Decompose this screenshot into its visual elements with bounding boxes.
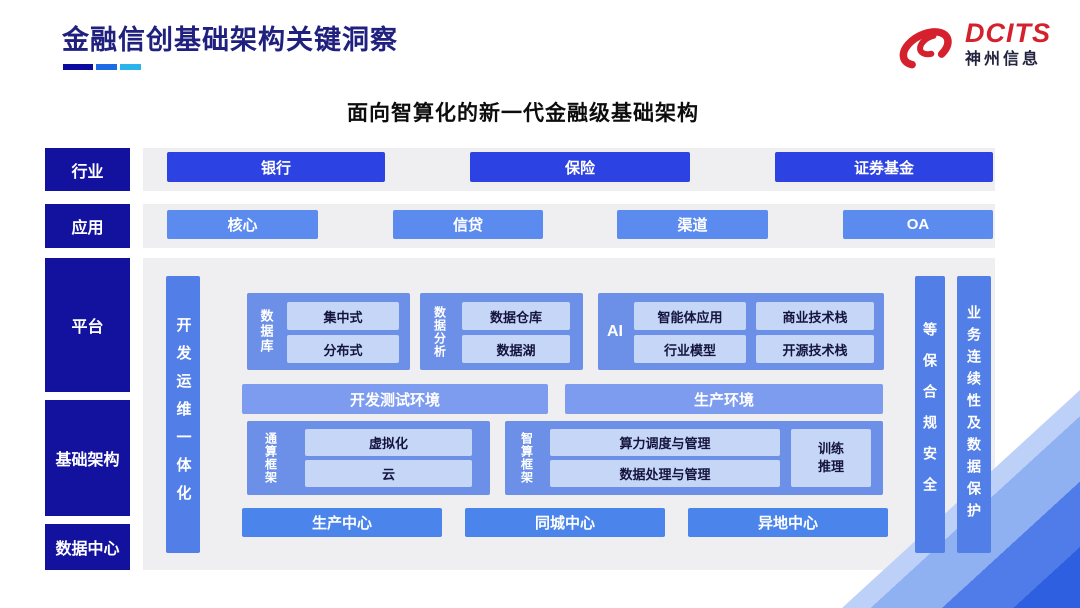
- remote-center-bar: 异地中心: [688, 508, 888, 537]
- data-processing-box: 数据处理与管理: [550, 460, 780, 487]
- title-underline: [63, 64, 141, 70]
- database-distributed-box: 分布式: [287, 335, 399, 363]
- smart-compute-block: 智算框架 算力调度与管理 数据处理与管理 训练 推理: [505, 421, 883, 495]
- underline-segment: [120, 64, 141, 70]
- sidebar-item-platform: 平台: [45, 258, 130, 392]
- underline-segment: [96, 64, 117, 70]
- logo-brand-text: DCITS: [965, 18, 1051, 48]
- cloud-box: 云: [305, 460, 472, 487]
- analytics-block: 数据分析 数据仓库 数据湖: [420, 293, 583, 370]
- ai-industry-models-box: 行业模型: [634, 335, 746, 363]
- dev-test-env-bar: 开发测试环境: [242, 384, 548, 414]
- underline-segment: [63, 64, 93, 70]
- training-inference-box: 训练 推理: [791, 429, 871, 487]
- diagram-title: 面向智算化的新一代金融级基础架构: [347, 102, 699, 125]
- app-credit-box: 信贷: [393, 210, 543, 239]
- analytics-block-label: 数据分析: [432, 305, 447, 358]
- app-channel-box: 渠道: [617, 210, 768, 239]
- ai-block: AI 智能体应用 商业技术栈 行业模型 开源技术栈: [598, 293, 884, 370]
- compute-scheduling-box: 算力调度与管理: [550, 429, 780, 456]
- devops-vertical-bar: 开发运维一体化: [166, 276, 200, 553]
- ai-commercial-stack-box: 商业技术栈: [756, 302, 874, 330]
- production-env-bar: 生产环境: [565, 384, 883, 414]
- ai-agent-apps-box: 智能体应用: [634, 302, 746, 330]
- app-core-box: 核心: [167, 210, 318, 239]
- production-center-bar: 生产中心: [242, 508, 442, 537]
- ai-opensource-stack-box: 开源技术栈: [756, 335, 874, 363]
- company-logo: DCITS 神州信息: [893, 20, 1051, 81]
- general-compute-block: 通算框架 虚拟化 云: [247, 421, 490, 495]
- virtualization-box: 虚拟化: [305, 429, 472, 456]
- dcits-swirl-icon: [893, 20, 957, 81]
- page-title: 金融信创基础架构关键洞察: [62, 25, 398, 55]
- industry-securities-box: 证券基金: [775, 152, 993, 182]
- sidebar-item-application: 应用: [45, 204, 130, 248]
- industry-insurance-box: 保险: [470, 152, 690, 182]
- database-block-label: 数据库: [258, 309, 274, 354]
- continuity-bar-label: 业务连续性及数据保护: [966, 304, 982, 525]
- security-vertical-bar: 等保合规安全: [915, 276, 945, 553]
- general-compute-label: 通算框架: [263, 432, 278, 484]
- continuity-vertical-bar: 业务连续性及数据保护: [957, 276, 991, 553]
- smart-compute-label: 智算框架: [519, 432, 534, 484]
- analytics-warehouse-box: 数据仓库: [462, 302, 570, 330]
- devops-bar-label: 开发运维一体化: [174, 316, 192, 513]
- sidebar-item-datacenter: 数据中心: [45, 524, 130, 570]
- database-centralized-box: 集中式: [287, 302, 399, 330]
- analytics-lake-box: 数据湖: [462, 335, 570, 363]
- ai-block-label: AI: [607, 322, 623, 340]
- samecity-center-bar: 同城中心: [465, 508, 665, 537]
- database-block: 数据库 集中式 分布式: [247, 293, 410, 370]
- app-oa-box: OA: [843, 210, 993, 239]
- logo-company-text: 神州信息: [965, 51, 1042, 68]
- sidebar-item-industry: 行业: [45, 148, 130, 191]
- industry-bank-box: 银行: [167, 152, 385, 182]
- sidebar-item-infrastructure: 基础架构: [45, 400, 130, 516]
- security-bar-label: 等保合规安全: [922, 321, 938, 508]
